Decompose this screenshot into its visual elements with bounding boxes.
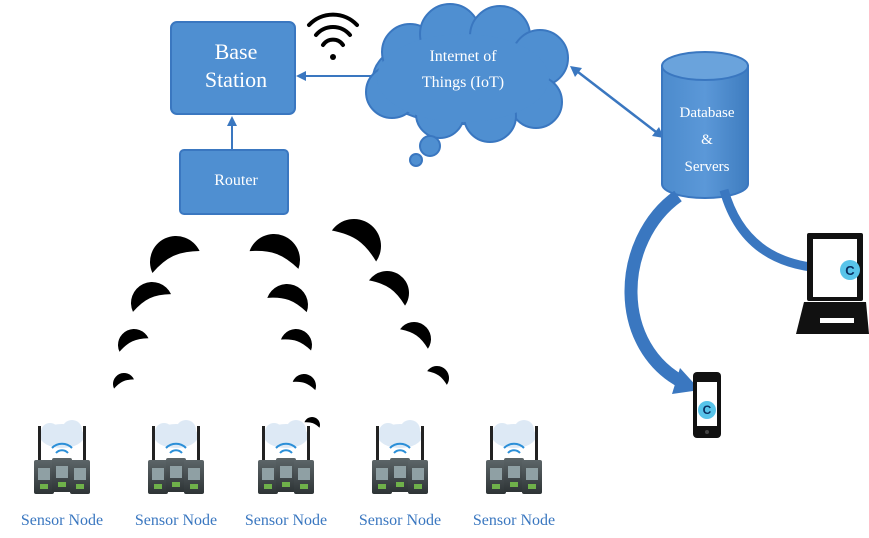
mini-wifi-icon [165,442,187,454]
base-station-label-line2: Station [204,67,268,92]
sensor-node-label: Sensor Node [134,512,218,529]
router-label: Router [214,172,258,189]
signal-arc [331,219,381,262]
signal-arc [280,329,312,351]
base-station-box [170,21,296,115]
sensor-node-device [148,420,204,494]
signal-arc [249,234,300,269]
wifi-icon [307,12,359,60]
database-servers-cylinder [661,51,749,199]
sensor-node-device [258,420,314,494]
router-to-base-arrow [227,116,237,150]
svg-text:C: C [845,263,855,278]
router-box [179,149,289,215]
sensor-nodes [34,420,542,494]
base-station-label-line1: Base [214,39,258,64]
signal-arc [400,322,431,349]
laptop-icon: C [796,233,869,334]
sensor-node-device [486,420,542,494]
database-to-phone-arrow [624,190,700,394]
signal-arc [113,373,134,389]
mini-wifi-icon [51,442,73,454]
iot-cloud-label: Internet of Things (IoT) [398,44,528,96]
sensor-node-device [34,420,90,494]
mini-wifi-icon [389,442,411,454]
signal-arc [267,284,308,313]
signal-arc [427,366,449,385]
sensor-node-label: Sensor Node [244,512,328,529]
iot-cloud-label-line2: Things (IoT) [421,74,505,91]
signal-arc [304,417,320,428]
sensor-node-device [372,420,428,494]
signal-arc [150,236,200,273]
smartphone-icon: C [693,372,721,438]
signal-arc [292,374,316,391]
sensor-node-label: Sensor Node [20,512,104,529]
iot-to-base-arrow [296,71,372,81]
svg-text:C: C [703,403,712,417]
mini-wifi-icon [275,442,297,454]
sensor-node-label: Sensor Node [472,512,556,529]
signal-arc [118,329,149,352]
iot-cloud-label-line1: Internet of [429,48,497,65]
signal-arc [368,271,409,306]
c-app-icon: C [840,260,860,280]
sensor-node-label: Sensor Node [358,512,442,529]
database-label: Database & Servers [664,100,750,181]
c-app-icon: C [698,401,716,419]
database-label-line3: Servers [684,159,730,175]
iot-database-arrow [570,66,664,138]
base-station-label: Base Station [178,38,294,94]
mini-wifi-icon [503,442,525,454]
database-label-line2: & [701,132,713,148]
signal-arc [131,282,172,312]
wireless-signal-arcs [113,219,449,428]
database-label-line1: Database [679,105,735,121]
